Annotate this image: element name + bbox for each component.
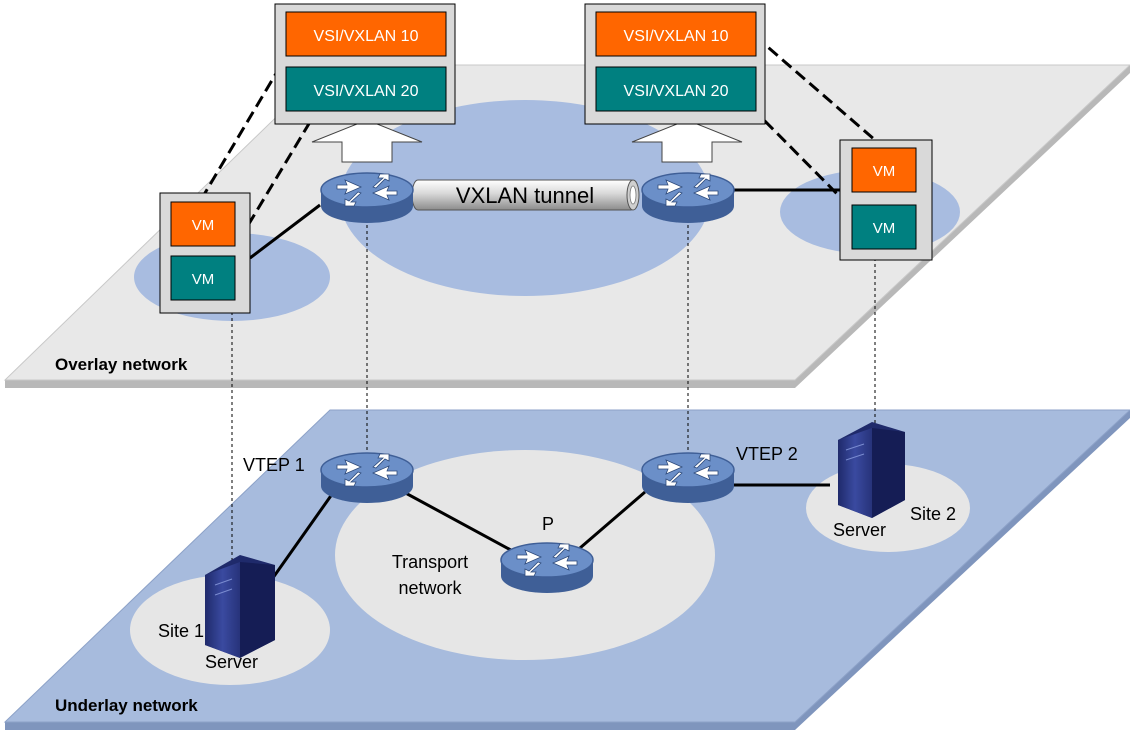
vsi-right-vxlan20: VSI/VXLAN 20 xyxy=(624,83,729,100)
overlay-links xyxy=(249,188,840,260)
site1-label: Site 1 xyxy=(158,621,204,641)
server2-icon xyxy=(838,422,905,518)
vxlan-tunnel: VXLAN tunnel xyxy=(411,179,640,211)
overlay-network-title: Overlay network xyxy=(55,355,188,374)
vsi-box-right: VSI/VXLAN 10 VSI/VXLAN 20 xyxy=(584,3,766,125)
vm-box-left: VM VM xyxy=(159,192,251,314)
transport-network-label-2: network xyxy=(398,578,462,598)
site2-label: Site 2 xyxy=(910,504,956,524)
vm-left-bottom: VM xyxy=(192,271,215,288)
vm-box-right: VM VM xyxy=(839,139,933,261)
overlay-vtep1-router-icon xyxy=(320,172,414,224)
vm-right-bottom: VM xyxy=(873,220,896,237)
server2-label: Server xyxy=(833,520,886,540)
overlay-vtep2-router-icon xyxy=(641,172,735,224)
vtep1-label: VTEP 1 xyxy=(243,455,305,475)
p-router-icon xyxy=(500,542,594,594)
transport-network-label-1: Transport xyxy=(392,552,468,572)
underlay-links xyxy=(268,483,830,583)
vtep2-label: VTEP 2 xyxy=(736,444,798,464)
vxlan-tunnel-label: VXLAN tunnel xyxy=(456,183,594,208)
vm-right-top: VM xyxy=(873,163,896,180)
vtep2-router-icon xyxy=(641,452,735,504)
server1-label: Server xyxy=(205,652,258,672)
underlay-network-title: Underlay network xyxy=(55,696,198,715)
vertical-mapping-lines xyxy=(231,225,876,565)
vsi-left-vxlan20: VSI/VXLAN 20 xyxy=(314,83,419,100)
vsi-box-left: VSI/VXLAN 10 VSI/VXLAN 20 xyxy=(274,3,456,125)
vsi-right-vxlan10: VSI/VXLAN 10 xyxy=(624,28,729,45)
p-router-label: P xyxy=(542,514,554,534)
server1-icon xyxy=(205,555,275,658)
vtep1-router-icon xyxy=(320,452,414,504)
vm-left-top: VM xyxy=(192,217,215,234)
vsi-left-vxlan10: VSI/VXLAN 10 xyxy=(314,28,419,45)
